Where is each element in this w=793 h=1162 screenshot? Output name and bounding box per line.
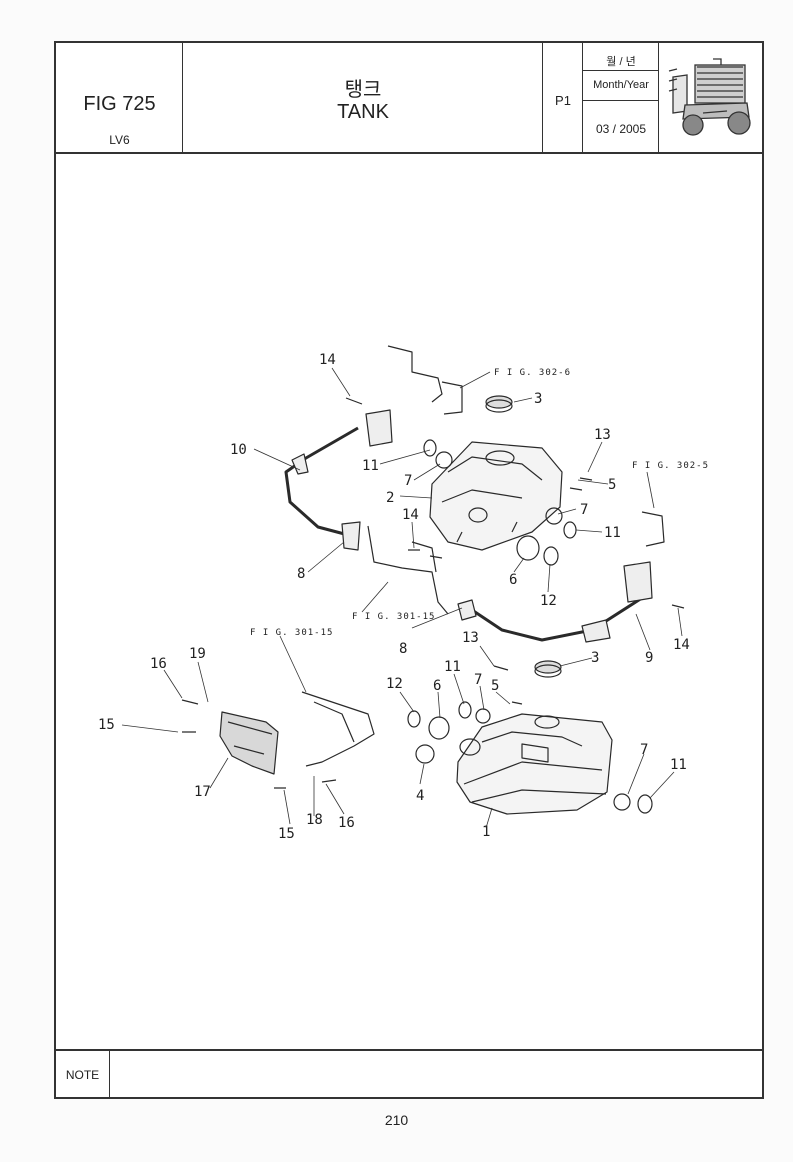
page-code: P1: [555, 93, 571, 108]
callout-label: 14: [402, 507, 419, 523]
callout-label: 13: [462, 630, 479, 646]
callout-label: 12: [386, 676, 403, 692]
figure-reference: F I G. 302-5: [632, 461, 709, 471]
page-number: 210: [384, 1112, 409, 1128]
issue-date: 03 / 2005: [595, 122, 647, 136]
callout-label: 8: [399, 641, 407, 657]
callout-label: 5: [491, 678, 499, 694]
vehicle-thumbnail-cell: [659, 43, 762, 152]
figure-reference: F I G. 302-6: [494, 368, 571, 378]
figure-reference: F I G. 301-15: [352, 612, 435, 622]
callout-label: 7: [580, 502, 588, 518]
callout-label: 11: [670, 757, 687, 773]
title-korean: 탱크: [344, 79, 382, 101]
callout-label: 15: [98, 717, 115, 733]
callout-label: 17: [194, 784, 211, 800]
callout-label: 9: [645, 650, 653, 666]
callout-label: 11: [604, 525, 621, 541]
divider: [583, 100, 658, 101]
callout-label: 10: [230, 442, 247, 458]
title-cell: 탱크 TANK: [183, 43, 543, 152]
callout-label: 7: [404, 473, 412, 489]
callout-label: 16: [150, 656, 167, 672]
exploded-parts-diagram: 14 3 13 10 11 7 2 5 7 11 14 8 6 12 8 13 …: [98, 345, 709, 842]
callout-label: 2: [386, 490, 394, 506]
callout-label: 14: [319, 352, 336, 368]
title-block: FIG 725 LV6 탱크 TANK P1 월 / 년 Month/Year …: [56, 43, 762, 154]
figure-reference: F I G. 301-15: [250, 628, 333, 638]
callout-label: 6: [433, 678, 441, 694]
month-year-label-korean: 월 / 년: [606, 56, 636, 68]
callout-label: 3: [591, 650, 599, 666]
title-english: TANK: [337, 101, 389, 123]
model-code: LV6: [109, 133, 130, 147]
divider: [583, 70, 658, 71]
date-cell: 월 / 년 Month/Year 03 / 2005: [583, 43, 659, 152]
callout-label: 1: [482, 824, 490, 840]
callout-label: 18: [306, 812, 323, 828]
callout-label: 5: [608, 477, 616, 493]
callout-label: 14: [673, 637, 690, 653]
callout-label: 11: [444, 659, 461, 675]
callout-label: 19: [189, 646, 206, 662]
callout-label: 6: [509, 572, 517, 588]
note-label: NOTE: [56, 1051, 110, 1099]
callout-label: 7: [640, 742, 648, 758]
parts-sheet-frame: FIG 725 LV6 탱크 TANK P1 월 / 년 Month/Year …: [54, 41, 764, 1099]
page-cell: P1: [543, 43, 583, 152]
note-row: NOTE: [56, 1049, 762, 1099]
month-year-label: Month/Year: [593, 79, 649, 91]
vehicle-thumbnail-image: [668, 58, 751, 136]
callout-label: 3: [534, 391, 542, 407]
callout-label: 15: [278, 826, 295, 842]
callout-label: 12: [540, 593, 557, 609]
callout-label: 11: [362, 458, 379, 474]
figure-number: FIG 725: [83, 93, 156, 115]
callout-label: 16: [338, 815, 355, 831]
callout-label: 7: [474, 672, 482, 688]
callout-label: 4: [416, 788, 424, 804]
callout-label: 8: [297, 566, 305, 582]
callout-label: 13: [594, 427, 611, 443]
fig-cell: FIG 725 LV6: [56, 43, 183, 152]
